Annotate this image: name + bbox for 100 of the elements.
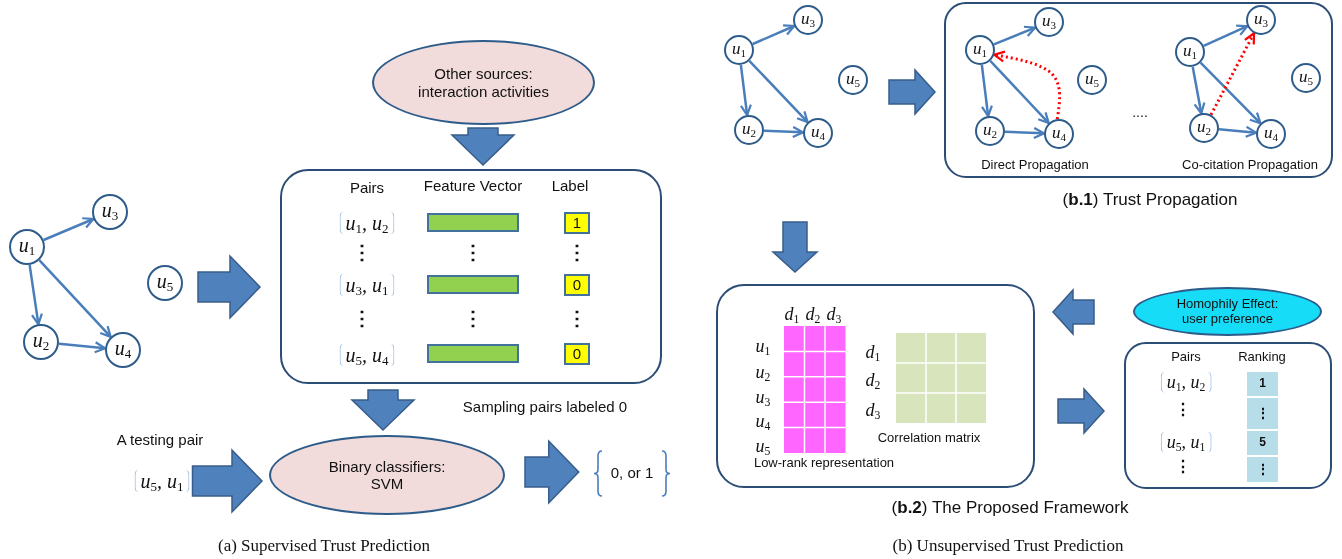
column-header: Pairs bbox=[1171, 349, 1201, 365]
user-node: u$_{5}$ bbox=[1077, 65, 1107, 95]
block-arrow bbox=[524, 439, 580, 505]
ellipsis-dots: ⋮ bbox=[463, 306, 483, 330]
figure-caption: (b.1) Trust Propagation bbox=[1062, 190, 1238, 210]
pair-label: u$_{1}$, u$_{2}$ bbox=[1160, 371, 1212, 393]
arrow bbox=[1191, 66, 1206, 115]
column-header: Pairs bbox=[349, 179, 385, 197]
panel-caption: Direct Propagation bbox=[981, 157, 1089, 173]
row-label: d$_{3}$ bbox=[865, 399, 881, 421]
pair-label: u$_{1}$, u$_{2}$ bbox=[339, 211, 395, 235]
ellipsis-dots: ⋮ bbox=[1175, 457, 1191, 477]
pair-label: u$_{5}$, u$_{1}$ bbox=[134, 469, 190, 493]
user-node: u$_{3}$ bbox=[1034, 7, 1064, 37]
column-label: d$_{2}$ bbox=[805, 303, 821, 325]
rounded-panel bbox=[716, 284, 1035, 488]
column-header: Feature Vector bbox=[423, 177, 523, 195]
user-node: u$_{2}$ bbox=[734, 115, 764, 145]
ellipsis-dots: ⋮ bbox=[352, 240, 372, 264]
arrow bbox=[993, 25, 1037, 46]
arrow bbox=[763, 125, 805, 138]
matrix-caption: Low-rank representation bbox=[753, 455, 895, 471]
block-arrow bbox=[1057, 387, 1105, 435]
column-header: Ranking bbox=[1238, 349, 1286, 365]
ellipsis-dots: ⋮ bbox=[352, 306, 372, 330]
user-node: u$_{3}$ bbox=[1246, 5, 1276, 35]
user-node: u$_{4}$ bbox=[105, 332, 141, 368]
arrow bbox=[28, 264, 43, 326]
user-node: u$_{5}$ bbox=[838, 65, 868, 95]
rounded-panel bbox=[1124, 342, 1332, 489]
user-node: u$_{2}$ bbox=[975, 116, 1005, 146]
ellipsis-dots: ⋮ bbox=[1175, 400, 1191, 420]
row-label: u$_{5}$ bbox=[755, 435, 771, 457]
column-header: Label bbox=[551, 177, 589, 195]
feature-bar bbox=[427, 344, 519, 363]
row-label: u$_{3}$ bbox=[755, 386, 771, 408]
arrow bbox=[752, 24, 796, 46]
label-cell: 0 bbox=[564, 343, 590, 365]
panel-caption: Co-citation Propagation bbox=[1182, 157, 1318, 173]
rank-cell: ⋮ bbox=[1247, 398, 1278, 429]
label-cell: 1 bbox=[564, 212, 590, 234]
arrow bbox=[43, 217, 95, 242]
caption-text: A testing pair bbox=[116, 431, 204, 449]
arrow bbox=[980, 64, 993, 118]
feature-bar bbox=[427, 275, 519, 294]
pair-label: u$_{5}$, u$_{1}$ bbox=[1160, 431, 1212, 453]
pair-label: u$_{3}$, u$_{1}$ bbox=[339, 273, 395, 297]
ellipsis-dots: ⋮ bbox=[567, 240, 587, 264]
figure-caption: (b) Unsupervised Trust Prediction bbox=[892, 536, 1124, 556]
user-node: u$_{1}$ bbox=[965, 35, 995, 65]
note-text: Sampling pairs labeled 0 bbox=[462, 398, 628, 416]
arrow bbox=[38, 259, 112, 338]
output-value: 0, or 1 bbox=[610, 464, 654, 482]
oval-node: Homophily Effect: user preference bbox=[1133, 287, 1322, 336]
arrow bbox=[739, 64, 752, 117]
user-node: u$_{5}$ bbox=[147, 265, 183, 301]
ellipsis-dots: ⋮ bbox=[567, 306, 587, 330]
arrow bbox=[1004, 126, 1046, 139]
user-node: u$_{4}$ bbox=[1044, 119, 1074, 149]
block-arrow bbox=[450, 127, 516, 167]
arrow bbox=[58, 341, 107, 354]
row-label: d$_{2}$ bbox=[865, 369, 881, 391]
user-node: u$_{2}$ bbox=[1189, 113, 1219, 143]
figure-caption: (a) Supervised Trust Prediction bbox=[218, 536, 430, 556]
user-node: u$_{2}$ bbox=[23, 324, 59, 360]
rank-cell: 1 bbox=[1247, 372, 1278, 396]
rounded-panel bbox=[944, 2, 1333, 178]
column-label: d$_{3}$ bbox=[826, 303, 842, 325]
user-node: u$_{3}$ bbox=[92, 194, 128, 230]
label-cell: 0 bbox=[564, 274, 590, 296]
user-node: u$_{1}$ bbox=[724, 35, 754, 65]
matrix-caption: Correlation matrix bbox=[877, 430, 981, 446]
ellipsis-dots: .... bbox=[1132, 103, 1148, 121]
block-arrow bbox=[191, 448, 264, 514]
rank-cell: 5 bbox=[1247, 431, 1278, 455]
pair-label: u$_{5}$, u$_{4}$ bbox=[339, 343, 395, 367]
oval-node: Binary classifiers: SVM bbox=[269, 435, 505, 515]
user-node: u$_{3}$ bbox=[793, 5, 823, 35]
user-node: u$_{4}$ bbox=[803, 118, 833, 148]
user-node: u$_{1}$ bbox=[1175, 37, 1205, 67]
user-node: u$_{1}$ bbox=[9, 229, 45, 265]
feature-bar bbox=[427, 213, 519, 232]
dotted-arrow bbox=[993, 50, 1062, 120]
oval-node: Other sources: interaction activities bbox=[372, 40, 595, 125]
user-node: u$_{5}$ bbox=[1291, 63, 1321, 93]
figure-caption: (b.2) The Proposed Framework bbox=[891, 498, 1129, 518]
arrow bbox=[1218, 125, 1258, 138]
ellipsis-dots: ⋮ bbox=[463, 240, 483, 264]
column-label: d$_{1}$ bbox=[784, 303, 800, 325]
row-label: u$_{2}$ bbox=[755, 361, 771, 383]
block-arrow bbox=[771, 221, 819, 273]
block-arrow bbox=[350, 389, 416, 432]
rank-cell: ⋮ bbox=[1247, 457, 1278, 482]
row-label: u$_{1}$ bbox=[755, 335, 771, 357]
block-arrow bbox=[1052, 288, 1095, 336]
block-arrow bbox=[888, 68, 936, 116]
arrow bbox=[748, 60, 809, 124]
arrow bbox=[1203, 24, 1249, 47]
dotted-arrow bbox=[1209, 32, 1256, 116]
arrow bbox=[989, 60, 1050, 125]
